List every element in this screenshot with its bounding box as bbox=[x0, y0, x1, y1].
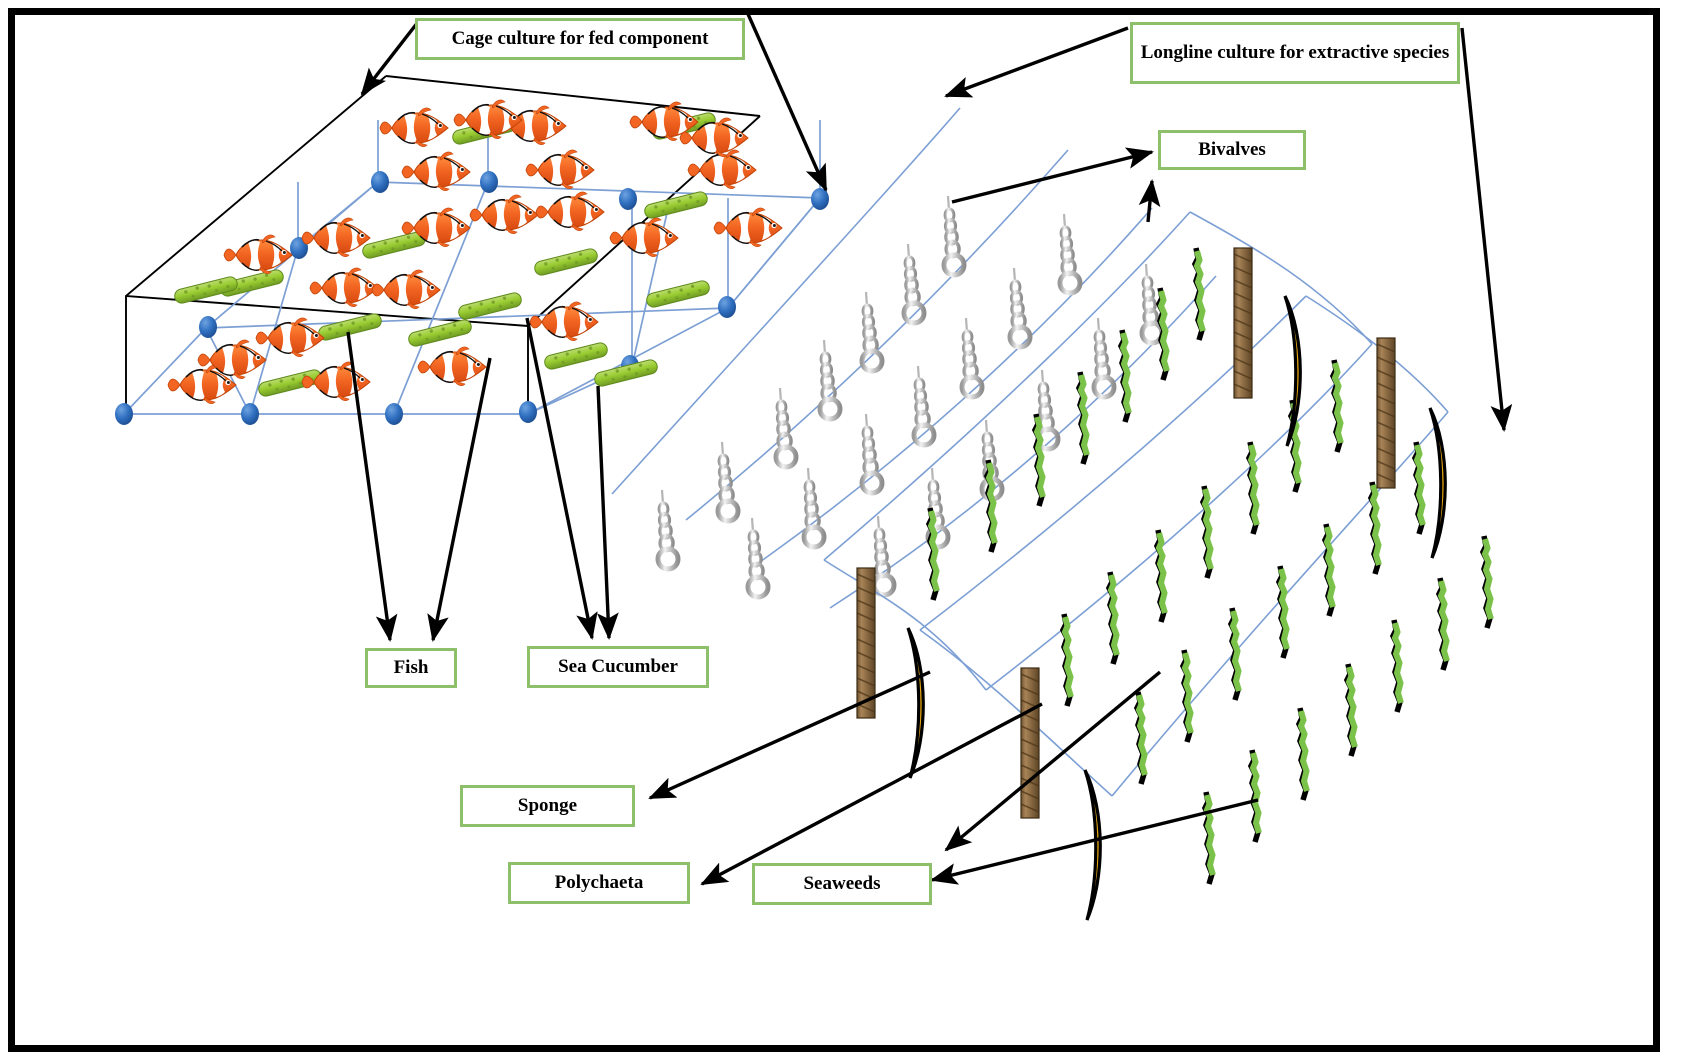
cage-floats bbox=[115, 171, 829, 425]
arrow-polychaeta bbox=[700, 702, 1043, 886]
arrow-cucumber-1 bbox=[525, 317, 598, 640]
label-seaweeds: Seaweeds bbox=[752, 863, 932, 905]
label-sponge: Sponge bbox=[460, 785, 635, 827]
arrow-longline-left bbox=[944, 26, 1129, 98]
arrow-bivalve-2 bbox=[1138, 178, 1161, 223]
label-sea-cucumber-text: Sea Cucumber bbox=[558, 656, 678, 678]
arrow-bivalve-1 bbox=[951, 147, 1154, 204]
label-bivalves: Bivalves bbox=[1158, 130, 1306, 170]
label-cage-culture: Cage culture for fed component bbox=[415, 18, 745, 60]
arrow-fish-2 bbox=[427, 357, 492, 642]
label-sponge-text: Sponge bbox=[517, 795, 578, 817]
label-cage-culture-text: Cage culture for fed component bbox=[451, 28, 709, 50]
arrow-seaweed-2 bbox=[930, 798, 1259, 885]
arrow-fish-1 bbox=[346, 331, 398, 643]
label-bivalves-text: Bivalves bbox=[1198, 139, 1266, 161]
bivalve-longline-group bbox=[611, 107, 1217, 609]
label-fish: Fish bbox=[365, 648, 457, 688]
arrow-longline-right bbox=[1460, 27, 1513, 433]
arrow-cage-right bbox=[746, 13, 828, 192]
label-polychaeta-text: Polychaeta bbox=[554, 872, 644, 894]
arrow-cage-left bbox=[360, 20, 420, 96]
arrow-sponge bbox=[648, 670, 931, 800]
label-sea-cucumber: Sea Cucumber bbox=[527, 646, 709, 688]
arrow-seaweed-1 bbox=[944, 670, 1162, 852]
label-longline: Longline culture for extractive species bbox=[1130, 22, 1460, 84]
seaweed-longline-group bbox=[823, 211, 1449, 797]
label-seaweeds-text: Seaweeds bbox=[803, 873, 881, 895]
arrow-cucumber-2 bbox=[596, 385, 619, 641]
label-longline-text: Longline culture for extractive species bbox=[1140, 42, 1450, 64]
label-polychaeta: Polychaeta bbox=[508, 862, 690, 904]
label-fish-text: Fish bbox=[393, 657, 429, 679]
